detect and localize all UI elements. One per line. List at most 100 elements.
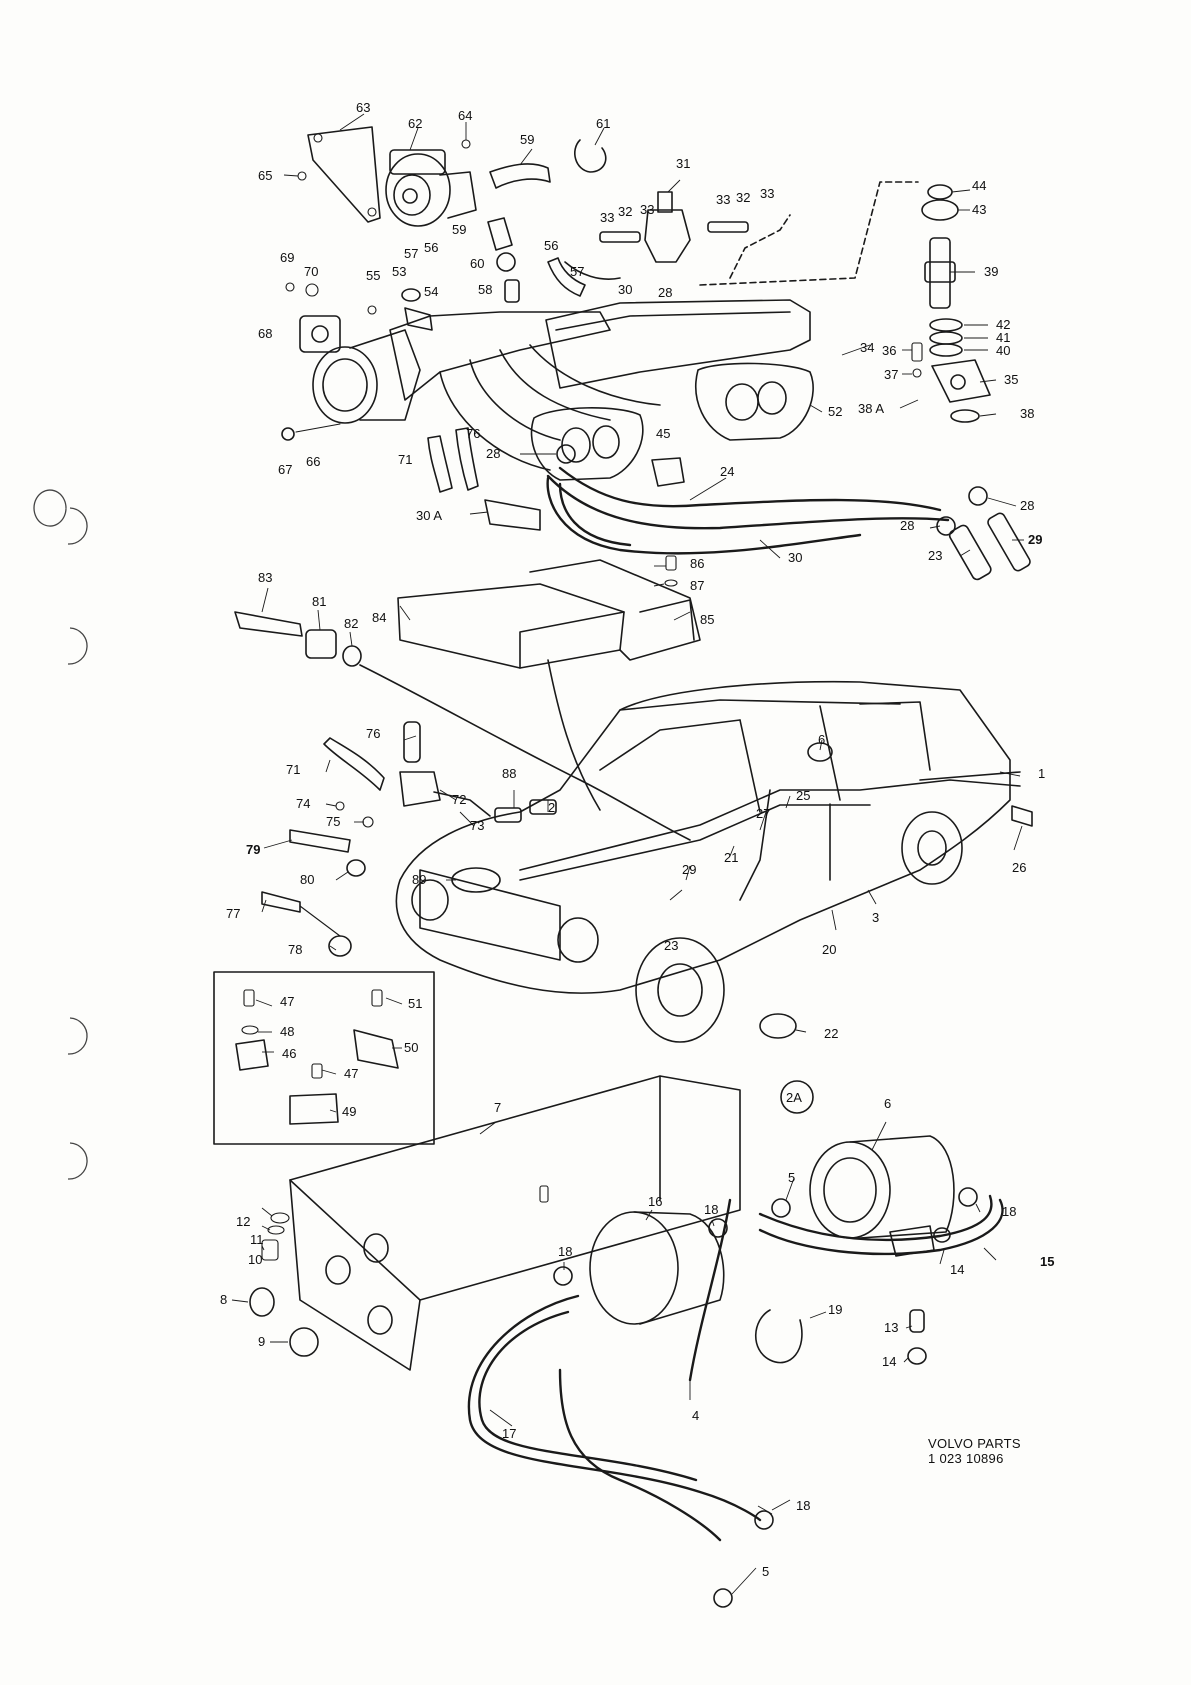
callout-49: 49 — [342, 1104, 356, 1119]
callout-50: 50 — [404, 1040, 418, 1055]
callout-87: 87 — [690, 578, 704, 593]
callout-27: 27 — [756, 806, 770, 821]
callout-56a: 56 — [424, 240, 438, 255]
callout-81: 81 — [312, 594, 326, 609]
callout-25: 25 — [796, 788, 810, 803]
car-and-sensors-group — [234, 555, 1033, 1043]
callout-11: 11 — [250, 1232, 264, 1247]
callout-28d: 28 — [658, 285, 672, 300]
callout-18d: 18 — [796, 1498, 810, 1513]
callout-83: 83 — [258, 570, 272, 585]
callout-61: 61 — [596, 116, 610, 131]
callout-70: 70 — [304, 264, 318, 279]
callout-89: 89 — [412, 872, 426, 887]
callout-18b: 18 — [704, 1202, 718, 1217]
callout-44: 44 — [972, 178, 986, 193]
callout-23b: 23 — [928, 548, 942, 563]
callout-35: 35 — [1004, 372, 1018, 387]
callout-14a: 14 — [950, 1262, 964, 1277]
callout-62: 62 — [408, 116, 422, 131]
callout-37: 37 — [884, 367, 898, 382]
detail-inset — [213, 971, 435, 1145]
callout-2: 2 — [548, 800, 555, 815]
callout-33b: 33 — [640, 202, 654, 217]
callout-47a: 47 — [280, 994, 294, 1009]
intake-manifold-group — [281, 126, 1031, 581]
callout-39: 39 — [984, 264, 998, 279]
callout-85: 85 — [700, 612, 714, 627]
callouts: 1 2 3 4 5 5 6 6 7 8 9 10 11 12 13 14 14 … — [220, 100, 1054, 1579]
callout-48: 48 — [280, 1024, 294, 1039]
callout-57a: 57 — [404, 246, 418, 261]
callout-30a: 30 — [618, 282, 632, 297]
callout-6b: 6 — [884, 1096, 891, 1111]
callout-42: 42 — [996, 317, 1010, 332]
callout-12: 12 — [236, 1214, 250, 1229]
callout-28a: 28 — [486, 446, 500, 461]
callout-33a: 33 — [600, 210, 614, 225]
callout-72: 72 — [452, 792, 466, 807]
callout-7: 7 — [494, 1100, 501, 1115]
callout-32a: 32 — [618, 204, 632, 219]
callout-69: 69 — [280, 250, 294, 265]
callout-32b: 32 — [736, 190, 750, 205]
reference-title: VOLVO PARTS — [928, 1436, 1021, 1451]
callout-41: 41 — [996, 330, 1010, 345]
callout-74: 74 — [296, 796, 310, 811]
callout-36: 36 — [882, 343, 896, 358]
callout-84: 84 — [372, 610, 386, 625]
callout-71a: 71 — [398, 452, 412, 467]
callout-53: 53 — [392, 264, 406, 279]
callout-59b: 59 — [452, 222, 466, 237]
reference-block: VOLVO PARTS 1 023 10896 — [928, 1436, 1021, 1466]
callout-43: 43 — [972, 202, 986, 217]
callout-64: 64 — [458, 108, 472, 123]
callout-5b: 5 — [762, 1564, 769, 1579]
section-2a-badge: 2A — [780, 1080, 814, 1114]
callout-13: 13 — [884, 1320, 898, 1335]
callout-66: 66 — [306, 454, 320, 469]
leader-lines — [231, 113, 1024, 1595]
callout-38A: 38 A — [858, 401, 884, 416]
callout-33d: 33 — [760, 186, 774, 201]
callout-15: 15 — [1040, 1254, 1054, 1269]
callout-26: 26 — [1012, 860, 1026, 875]
callout-75: 75 — [326, 814, 340, 829]
callout-4: 4 — [692, 1408, 699, 1423]
callout-24: 24 — [720, 464, 734, 479]
callout-55: 55 — [366, 268, 380, 283]
callout-17: 17 — [502, 1426, 516, 1441]
callout-67: 67 — [278, 462, 292, 477]
callout-86: 86 — [690, 556, 704, 571]
callout-10: 10 — [248, 1252, 262, 1267]
callout-16: 16 — [648, 1194, 662, 1209]
callout-34: 34 — [860, 340, 874, 355]
callout-28b: 28 — [1020, 498, 1034, 513]
callout-51: 51 — [408, 996, 422, 1011]
callout-47b: 47 — [344, 1066, 358, 1081]
callout-23a: 23 — [664, 938, 678, 953]
callout-76a: 76 — [466, 426, 480, 441]
callout-79: 79 — [246, 842, 260, 857]
callout-63: 63 — [356, 100, 370, 115]
callout-5a: 5 — [788, 1170, 795, 1185]
callout-45: 45 — [656, 426, 670, 441]
callout-22: 22 — [824, 1026, 838, 1041]
callout-88: 88 — [502, 766, 516, 781]
callout-18c: 18 — [1002, 1204, 1016, 1219]
callout-71b: 71 — [286, 762, 300, 777]
callout-21: 21 — [724, 850, 738, 865]
callout-2A: 2A — [786, 1090, 802, 1105]
callout-52: 52 — [828, 404, 842, 419]
callout-33c: 33 — [716, 192, 730, 207]
callout-77: 77 — [226, 906, 240, 921]
callout-80: 80 — [300, 872, 314, 887]
reference-number: 1 023 10896 — [928, 1451, 1004, 1466]
callout-29a: 29 — [1028, 532, 1042, 547]
callout-40: 40 — [996, 343, 1010, 358]
callout-78: 78 — [288, 942, 302, 957]
callout-18a: 18 — [558, 1244, 572, 1259]
callout-76b: 76 — [366, 726, 380, 741]
callout-57b: 57 — [570, 264, 584, 279]
